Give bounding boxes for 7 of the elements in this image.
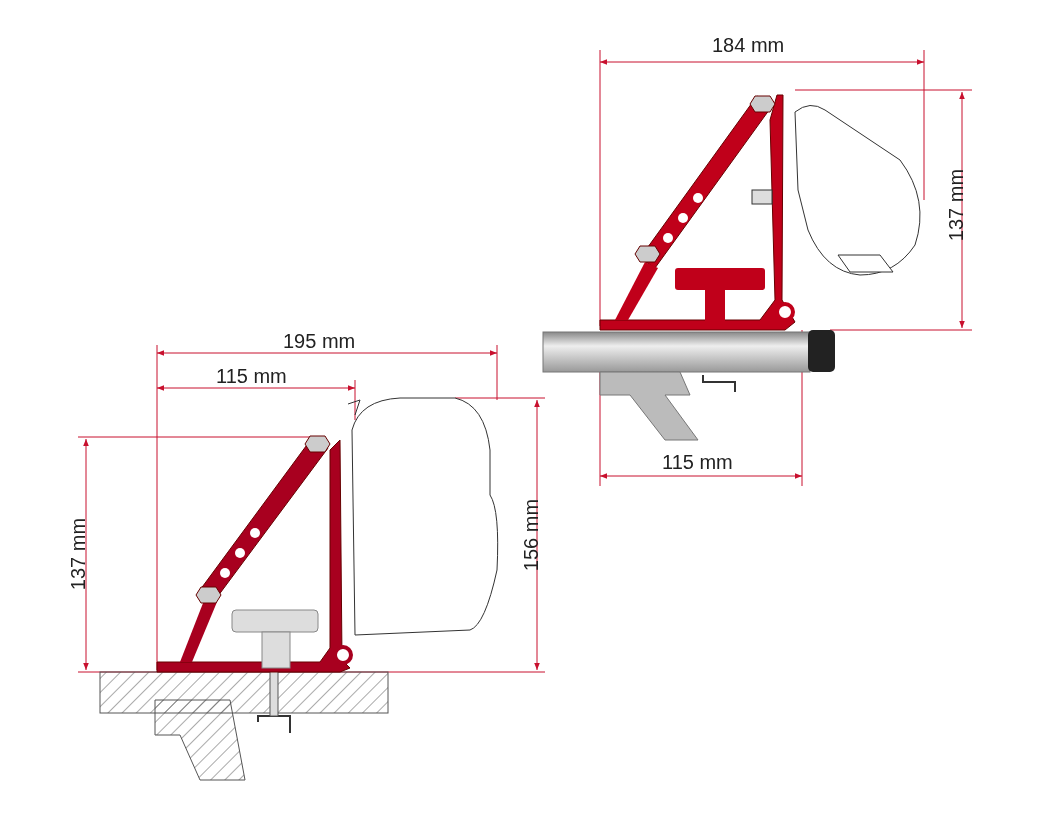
dimension-label: 156 mm [520,498,543,572]
dimension-label: 137 mm [945,168,968,242]
dimension-label: 115 mm [216,365,287,387]
dimension-label: 137 mm [67,517,90,591]
dimension-label: 115 mm [662,451,733,473]
dimension-label: 184 mm [712,34,785,56]
dimension-label: 195 mm [283,330,356,352]
